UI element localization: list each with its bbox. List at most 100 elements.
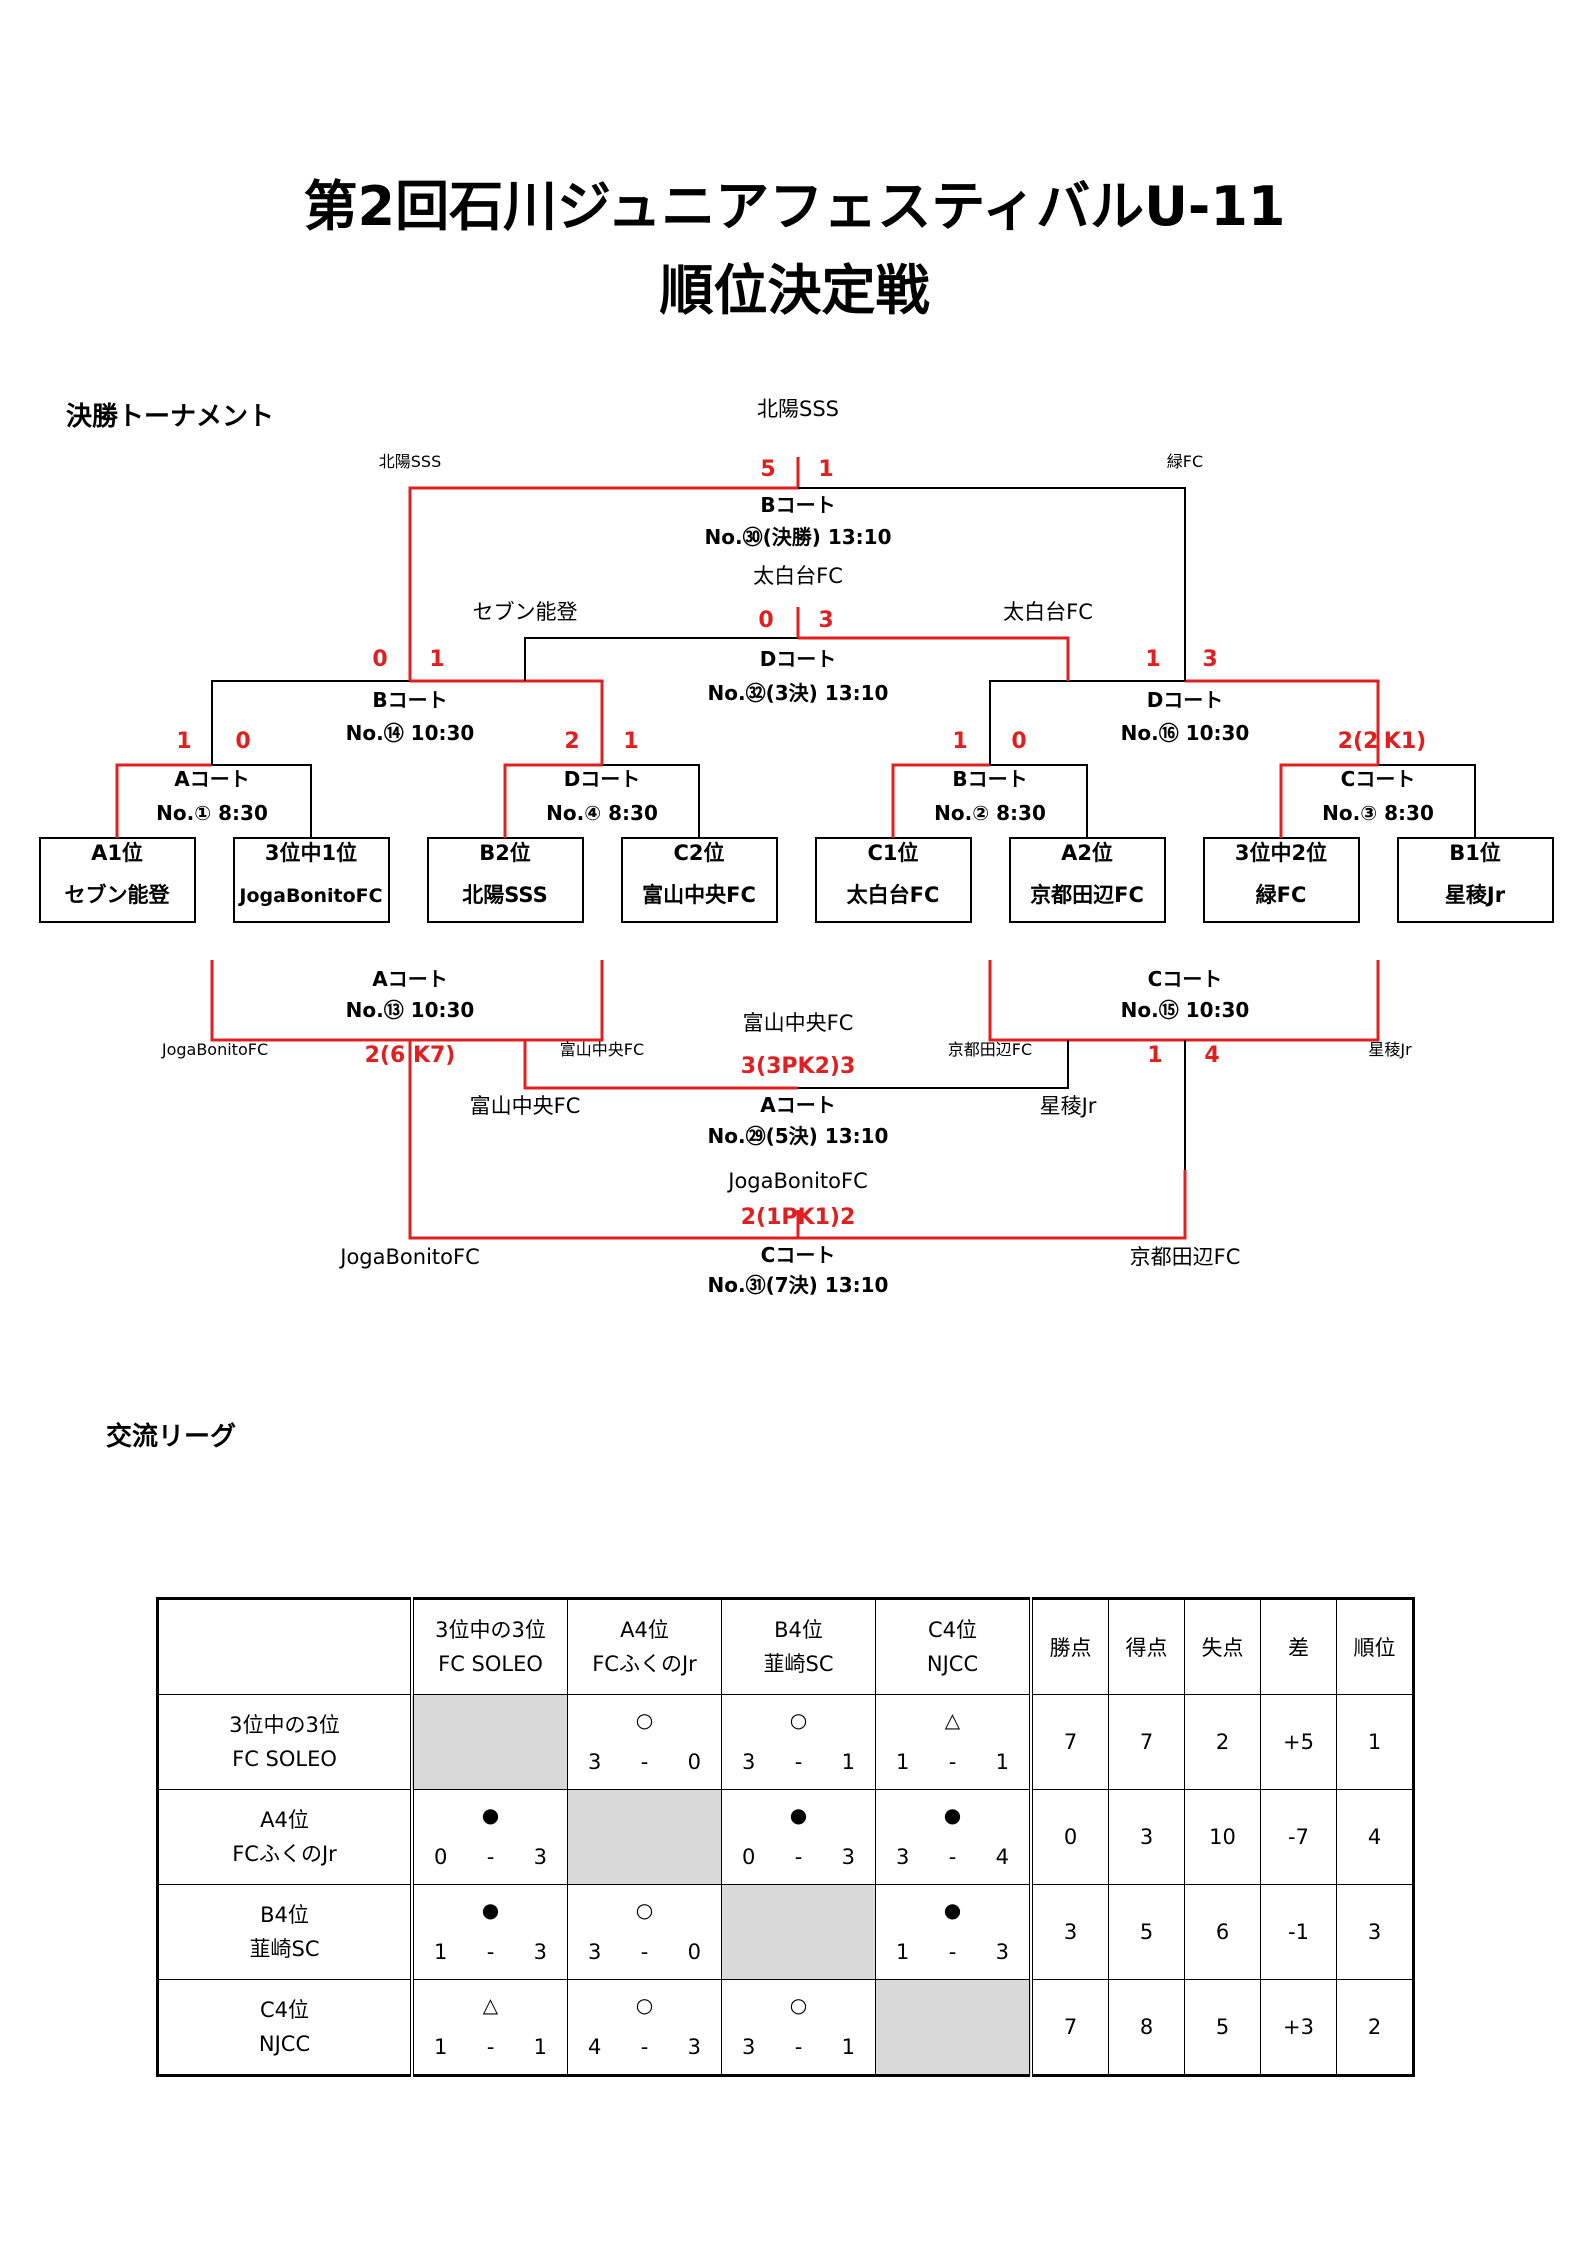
row-header-team: NJCC — [258, 2032, 311, 2056]
box7-team: 緑FC — [1256, 883, 1307, 907]
col-header-seed: B4位 — [774, 1618, 823, 1642]
result-cell: ○3-1 — [721, 1979, 876, 2076]
l2-match: No.⑮ 10:30 — [1121, 998, 1250, 1022]
dash: - — [948, 1845, 957, 1869]
final-score-left: 5 — [760, 457, 775, 482]
box1-team: セブン能登 — [65, 883, 171, 907]
dash: - — [948, 1750, 957, 1774]
seventh-right-team: 京都田辺FC — [1130, 1245, 1241, 1269]
l2-score-right: 4 — [1204, 1043, 1219, 1068]
third-court: Dコート — [760, 647, 837, 671]
seventh-court: Cコート — [761, 1243, 836, 1267]
box4-team: 富山中央FC — [642, 883, 756, 907]
goals-for: 0 — [434, 1845, 448, 1869]
league-table: 3位中の3位 FC SOLEO A4位 FCふくのJr B4位韮崎SC C4位 NJC… — [156, 1597, 1415, 2077]
col-header-team: FCふくのJr — [592, 1652, 697, 1676]
box8-seed: B1位 — [1449, 841, 1501, 865]
points: 7 — [1030, 1979, 1109, 2076]
rank: 2 — [1336, 1979, 1414, 2076]
rank: 4 — [1336, 1789, 1414, 1885]
third-match: No.㉜(3決) 13:10 — [708, 681, 889, 705]
final-court: Bコート — [760, 493, 835, 517]
result-mark: ○ — [789, 1993, 808, 2017]
result-cell: △1-1 — [411, 1979, 568, 2076]
self-cell — [411, 1694, 568, 1790]
goals-for-total: 5 — [1108, 1884, 1185, 1980]
row-header-seed: C4位 — [259, 1998, 310, 2022]
result-mark: ○ — [789, 1708, 808, 1732]
goal-diff: +5 — [1260, 1694, 1337, 1790]
row-header-seed: A4位 — [260, 1808, 309, 1832]
goals-against: 4 — [995, 1845, 1009, 1869]
seventh-match: No.㉛(7決) 13:10 — [708, 1273, 889, 1297]
fifth-score: 3(3PK2)3 — [741, 1054, 856, 1079]
l1-left-team: JogaBonitoFC — [161, 1040, 268, 1059]
result-mark: △ — [944, 1708, 961, 1732]
semi2-score-right: 3 — [1202, 647, 1217, 672]
points: 7 — [1030, 1694, 1109, 1790]
goals-against: 0 — [687, 1940, 701, 1964]
self-cell — [721, 1884, 876, 1980]
l1-score: 2(6 K7) — [365, 1043, 456, 1068]
points: 0 — [1030, 1789, 1109, 1885]
goals-against-total: 2 — [1184, 1694, 1261, 1790]
goals-for: 3 — [896, 1845, 910, 1869]
r1m2-score-right: 0 — [1011, 729, 1026, 754]
goals-for: 1 — [434, 1940, 448, 1964]
row-header: A4位 FCふくのJr — [157, 1789, 414, 1885]
dash: - — [948, 1940, 957, 1964]
r1m4-score-right: 1 — [623, 729, 638, 754]
seventh-winner: JogaBonitoFC — [726, 1169, 867, 1193]
tournament-bracket: 北陽SSS 北陽SSS 緑FC 5 1 Bコート No.㉚(決勝) 13:10 … — [39, 397, 1554, 1297]
semi1-score-left: 0 — [372, 647, 387, 672]
result-mark: ○ — [635, 1708, 654, 1732]
fifth-right-team: 星稜Jr — [1040, 1094, 1097, 1118]
col-header-seed: 3位中の3位 — [435, 1618, 546, 1642]
fifth-left-team: 富山中央FC — [470, 1094, 581, 1118]
col-header-seed: C4位 — [927, 1618, 978, 1642]
r1m1-match: No.① 8:30 — [156, 801, 268, 825]
box6-team: 京都田辺FC — [1030, 883, 1144, 907]
goals-for: 1 — [434, 2035, 448, 2059]
col-header-seed: A4位 — [620, 1618, 669, 1642]
r1m1-score-right: 0 — [235, 729, 250, 754]
r1m1-court: Aコート — [174, 767, 249, 791]
r1m2-match: No.② 8:30 — [934, 801, 1046, 825]
rank: 3 — [1336, 1884, 1414, 1980]
goals-against: 0 — [687, 1750, 701, 1774]
stat-header-points: 勝点 — [1030, 1598, 1109, 1695]
dash: - — [640, 2035, 649, 2059]
col-header: B4位韮崎SC — [721, 1598, 876, 1695]
r1m3-court: Cコート — [1341, 767, 1416, 791]
row-header: B4位韮崎SC — [157, 1884, 414, 1980]
result-cell: ○4-3 — [567, 1979, 722, 2076]
l1-court: Aコート — [372, 967, 447, 991]
box7-seed: 3位中2位 — [1235, 841, 1327, 865]
final-winner: 北陽SSS — [757, 397, 839, 421]
final-match: No.㉚(決勝) 13:10 — [705, 525, 892, 549]
goals-for-total: 7 — [1108, 1694, 1185, 1790]
box8-team: 星稜Jr — [1445, 883, 1506, 907]
result-mark: ○ — [635, 1993, 654, 2017]
stat-header-goals-against: 失点 — [1184, 1598, 1261, 1695]
goal-diff: -7 — [1260, 1789, 1337, 1885]
row-header-team: FCふくのJr — [232, 1842, 337, 1866]
dash: - — [486, 1845, 495, 1869]
l1-match: No.⑬ 10:30 — [346, 998, 475, 1022]
r1m4-score-left: 2 — [564, 729, 579, 754]
table-row: B4位韮崎SC ●1-3 ○3-0 ●1-3 3 5 6 -1 3 — [157, 1884, 1414, 1980]
r1m4-court: Dコート — [564, 767, 641, 791]
r1m3-match: No.③ 8:30 — [1322, 801, 1434, 825]
result-cell: ●3-4 — [875, 1789, 1033, 1885]
col-header-team: 韮崎SC — [763, 1652, 834, 1676]
col-header: A4位 FCふくのJr — [567, 1598, 722, 1695]
result-cell: ●1-3 — [875, 1884, 1033, 1980]
col-header-team: FC SOLEO — [438, 1652, 543, 1676]
row-header-team: 韮崎SC — [249, 1937, 320, 1961]
semi2-match: No.⑯ 10:30 — [1121, 721, 1250, 745]
result-mark: ● — [789, 1803, 808, 1827]
row-header: C4位 NJCC — [157, 1979, 414, 2076]
page-subtitle: 順位決定戦 — [659, 259, 930, 322]
